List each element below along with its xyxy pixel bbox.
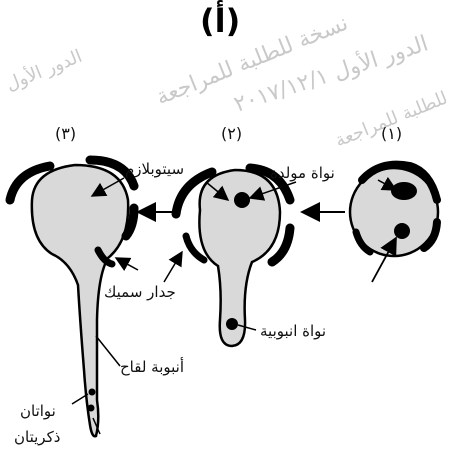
generative-nucleus-2 [234, 192, 250, 208]
pointer-thick-wall-3 [116, 258, 138, 270]
pointer-thick-wall-2 [164, 252, 182, 282]
pollen-grain-stage-2 [176, 168, 290, 346]
label-male-nuclei-line-1: نواتان [20, 402, 56, 420]
tube-nucleus-2 [226, 318, 238, 330]
male-nucleus-b [88, 405, 95, 412]
label-thick-wall: جدار سميك [104, 283, 176, 301]
pointer-pollen-tube [96, 336, 120, 366]
tube-nucleus-1 [394, 223, 410, 239]
male-nucleus-a [89, 389, 96, 396]
label-tube-nucleus: نواة انبوبية [260, 322, 326, 340]
label-male-nuclei-line-2: ذكريتان [14, 428, 60, 446]
stage-number-1: (١) [381, 124, 402, 143]
pollen-grain-stage-1 [350, 165, 438, 282]
label-cytoplasm: سيتوبلازم [125, 160, 184, 178]
stage-number-3: (٣) [55, 124, 76, 143]
generative-nucleus-1 [391, 182, 417, 200]
label-pollen-tube: أنبوبة لقاح [120, 358, 184, 376]
label-generative-nucleus: نواة مولدة [270, 164, 335, 182]
stage-number-2: (٢) [221, 124, 242, 143]
